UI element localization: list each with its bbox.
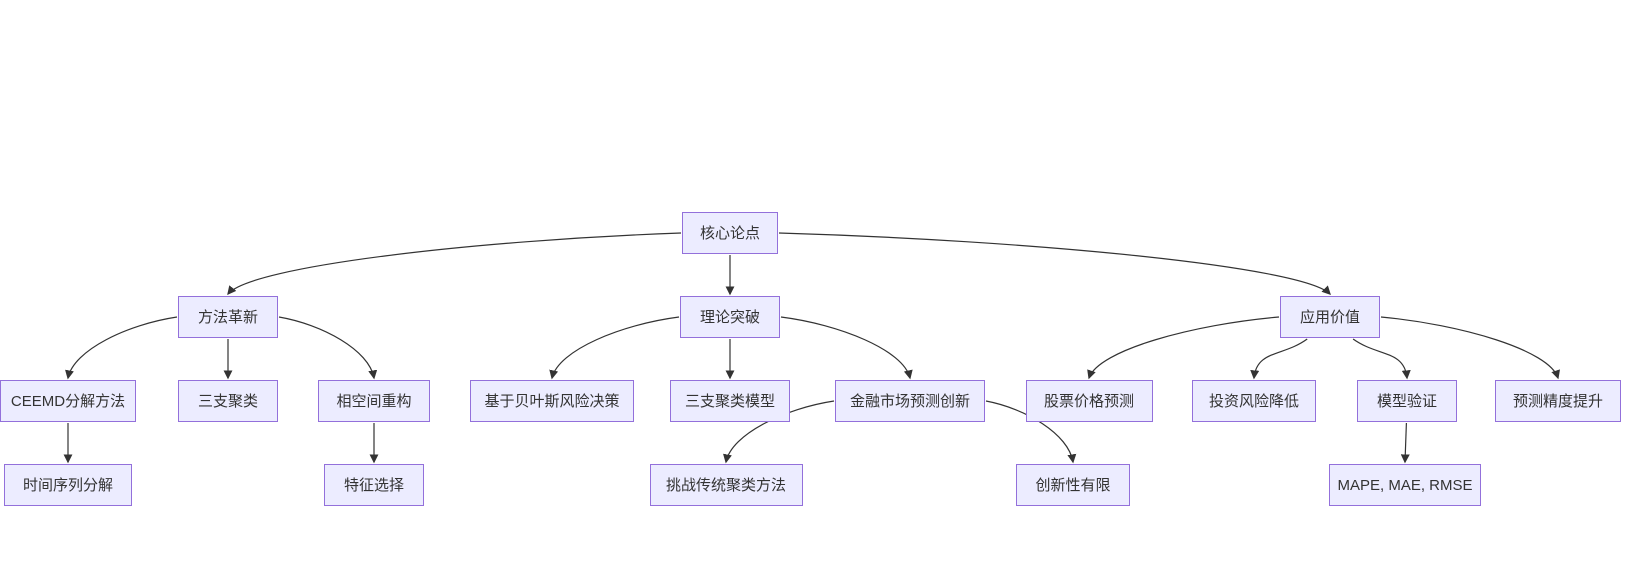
node-threeway: 三支聚类 xyxy=(178,380,278,422)
node-limited: 创新性有限 xyxy=(1016,464,1130,506)
node-challenge: 挑战传统聚类方法 xyxy=(649,464,803,506)
node-timeseries: 时间序列分解 xyxy=(4,464,132,506)
edge-validation-metrics xyxy=(1400,422,1410,464)
node-method: 方法革新 xyxy=(178,296,278,338)
node-accuracy: 预测精度提升 xyxy=(1495,380,1621,422)
edge-root-method xyxy=(227,232,682,296)
node-stock: 股票价格预测 xyxy=(1025,380,1153,422)
edge-method-phase xyxy=(278,316,378,380)
edge-application-stock xyxy=(1087,316,1280,380)
node-threeway-model: 三支聚类模型 xyxy=(670,380,790,422)
edge-theory-bayes xyxy=(549,316,680,380)
edge-application-risk xyxy=(1250,338,1308,380)
node-finance: 金融市场预测创新 xyxy=(835,380,985,422)
node-theory: 理论突破 xyxy=(680,296,780,338)
node-risk: 投资风险降低 xyxy=(1192,380,1316,422)
node-metrics: MAPE, MAE, RMSE xyxy=(1329,464,1481,506)
node-bayes: 基于贝叶斯风险决策 xyxy=(470,380,634,422)
edge-application-accuracy xyxy=(1380,316,1560,380)
node-ceemd: CEEMD分解方法 xyxy=(0,380,136,422)
edge-application-validation xyxy=(1352,338,1411,380)
node-phase: 相空间重构 xyxy=(318,380,430,422)
edge-method-ceemd xyxy=(65,316,178,380)
edge-root-application xyxy=(778,232,1331,295)
node-feature: 特征选择 xyxy=(324,464,424,506)
node-validation: 模型验证 xyxy=(1357,380,1457,422)
edge-theory-finance xyxy=(780,316,913,380)
node-application: 应用价值 xyxy=(1280,296,1380,338)
node-root: 核心论点 xyxy=(682,212,778,254)
